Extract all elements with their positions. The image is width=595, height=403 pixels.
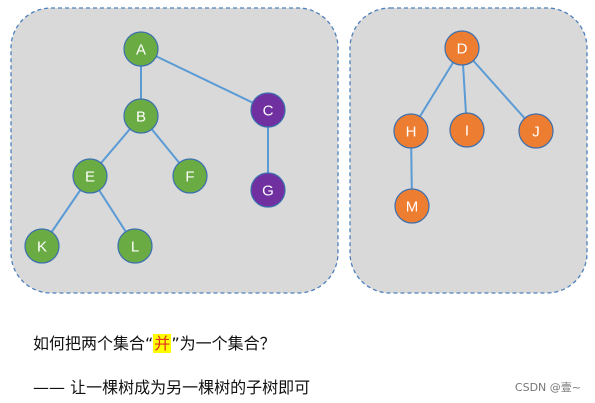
question-before: 如何把两个集合“ bbox=[33, 334, 154, 353]
node-k: K bbox=[24, 228, 60, 264]
node-label: B bbox=[136, 109, 146, 126]
node-i: I bbox=[449, 112, 485, 148]
node-circle bbox=[72, 158, 108, 194]
node-m: M bbox=[394, 188, 430, 224]
node-circle bbox=[172, 158, 208, 194]
node-c: C bbox=[250, 92, 286, 128]
node-b: B bbox=[123, 98, 159, 134]
node-label: K bbox=[37, 239, 47, 256]
question-text: 如何把两个集合“并”为一个集合？ bbox=[33, 330, 276, 354]
question-highlight: 并 bbox=[153, 334, 172, 353]
node-label: L bbox=[131, 239, 139, 256]
node-circle bbox=[444, 30, 480, 66]
diagram-canvas: A B C E F G K L D H I J M bbox=[10, 7, 588, 294]
node-label: D bbox=[457, 41, 468, 58]
left-tree-panel bbox=[10, 7, 339, 294]
node-f: F bbox=[172, 158, 208, 194]
node-label: C bbox=[263, 103, 274, 120]
answer-text: —— 让一棵树成为另一棵树的子树即可 bbox=[33, 378, 311, 397]
node-circle bbox=[123, 98, 159, 134]
node-e: E bbox=[72, 158, 108, 194]
node-d: D bbox=[444, 30, 480, 66]
node-label: A bbox=[136, 42, 146, 59]
node-label: J bbox=[532, 124, 540, 141]
edge-a-c bbox=[140, 48, 269, 111]
node-circle bbox=[250, 172, 286, 208]
node-h: H bbox=[393, 113, 429, 149]
node-label: I bbox=[465, 123, 469, 140]
node-g: G bbox=[250, 172, 286, 208]
node-l: L bbox=[117, 228, 153, 264]
node-label: H bbox=[406, 124, 417, 141]
node-circle bbox=[24, 228, 60, 264]
node-circle bbox=[518, 113, 554, 149]
node-circle bbox=[117, 228, 153, 264]
node-circle bbox=[123, 31, 159, 67]
nodes-layer: A B C E F G K L D H I J M bbox=[24, 30, 554, 264]
edge-d-j bbox=[461, 47, 537, 132]
node-label: F bbox=[185, 169, 194, 186]
node-label: E bbox=[85, 169, 95, 186]
node-circle bbox=[250, 92, 286, 128]
node-label: M bbox=[406, 199, 419, 216]
watermark: CSDN @壹~ bbox=[514, 381, 581, 394]
node-label: G bbox=[262, 183, 274, 200]
node-j: J bbox=[518, 113, 554, 149]
node-a: A bbox=[123, 31, 159, 67]
node-circle bbox=[449, 112, 485, 148]
question-after: ”为一个集合？ bbox=[171, 334, 276, 353]
node-circle bbox=[394, 188, 430, 224]
node-circle bbox=[393, 113, 429, 149]
